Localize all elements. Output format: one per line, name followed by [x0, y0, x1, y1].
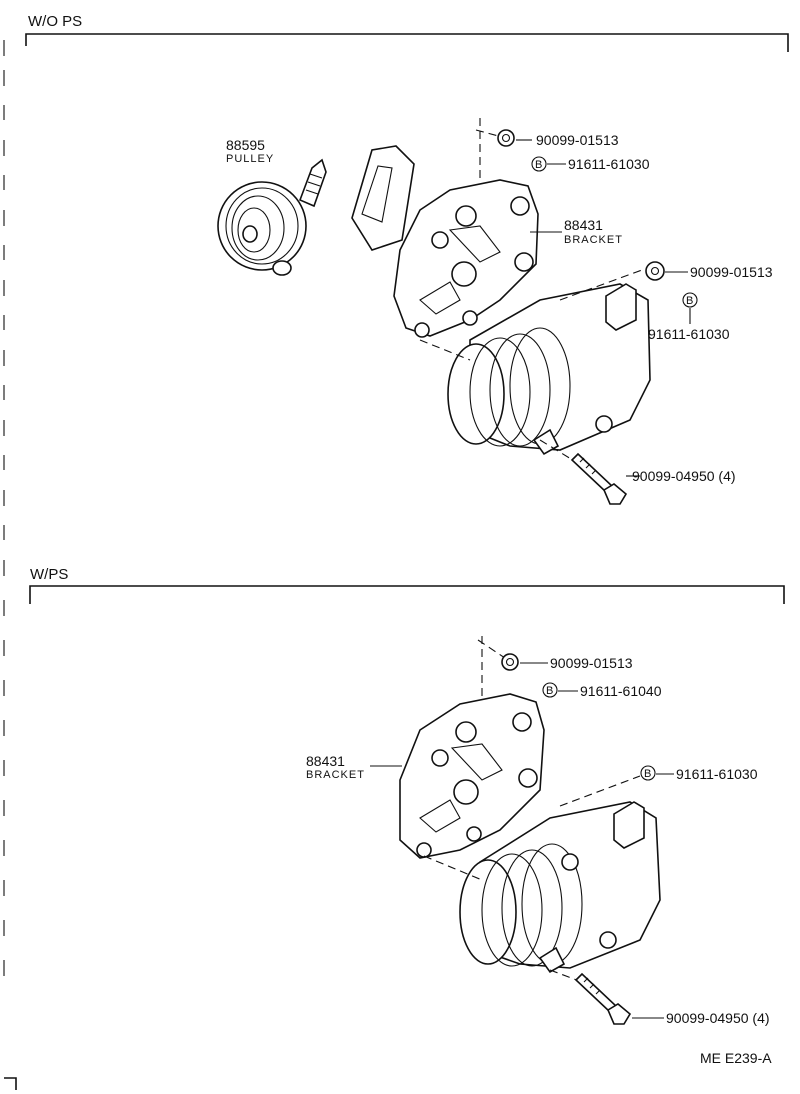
bracket-part-top — [351, 145, 539, 338]
bolt-symbol-right-top: B — [682, 292, 698, 308]
bolt-symbol-right-bottom: B — [640, 765, 656, 781]
bracket-part-bottom — [399, 693, 545, 859]
label-bolt-right-top: 91611-61030 — [648, 326, 730, 342]
pulley-part-name: PULLEY — [226, 153, 274, 165]
bracket-part-name-bottom: BRACKET — [306, 769, 365, 781]
section-frame-bottom — [29, 585, 785, 604]
label-nut-right-top: 90099-01513 — [690, 264, 773, 280]
svg-text:B: B — [535, 159, 543, 171]
nut-right-top — [645, 261, 665, 281]
label-nut-upper-top: 90099-01513 — [536, 132, 619, 148]
bracket-part-name-top: BRACKET — [564, 234, 623, 246]
label-bolt-right-bottom: 91611-61030 — [676, 766, 758, 782]
bracket-part-number-top: 88431 — [564, 217, 603, 233]
nut-upper-bottom — [501, 653, 519, 671]
section-title-w-ps: W/PS — [30, 566, 68, 583]
label-bolt-upper-bottom: 91611-61040 — [580, 683, 662, 699]
compressor-part-bottom — [459, 801, 661, 974]
bolt-symbol-upper-bottom: B — [542, 682, 558, 698]
figure-code: ME E239-A — [700, 1050, 772, 1066]
compressor-part-top — [447, 283, 651, 456]
section-frame-top — [25, 33, 789, 52]
bolt-symbol-upper-top: B — [531, 156, 547, 172]
label-stud-bolt-top: 90099-04950 (4) — [632, 468, 736, 484]
pulley-part-number: 88595 — [226, 137, 265, 153]
label-nut-upper-bottom: 90099-01513 — [550, 655, 633, 671]
corner-mark — [4, 1077, 17, 1090]
bracket-part-number-bottom: 88431 — [306, 753, 345, 769]
label-bolt-upper-top: 91611-61030 — [568, 156, 650, 172]
svg-text:B: B — [546, 685, 554, 697]
nut-upper-top — [497, 129, 515, 147]
alignment-lines-bottom — [423, 636, 641, 983]
pulley-part — [217, 158, 327, 276]
stud-bolt-bottom — [574, 972, 632, 1025]
label-stud-bolt-bottom: 90099-04950 (4) — [666, 1010, 770, 1026]
section-title-wo-ps: W/O PS — [28, 13, 82, 30]
svg-text:B: B — [686, 295, 694, 307]
svg-text:B: B — [644, 768, 652, 780]
stud-bolt-top — [570, 452, 628, 505]
alignment-lines-top — [419, 118, 643, 463]
